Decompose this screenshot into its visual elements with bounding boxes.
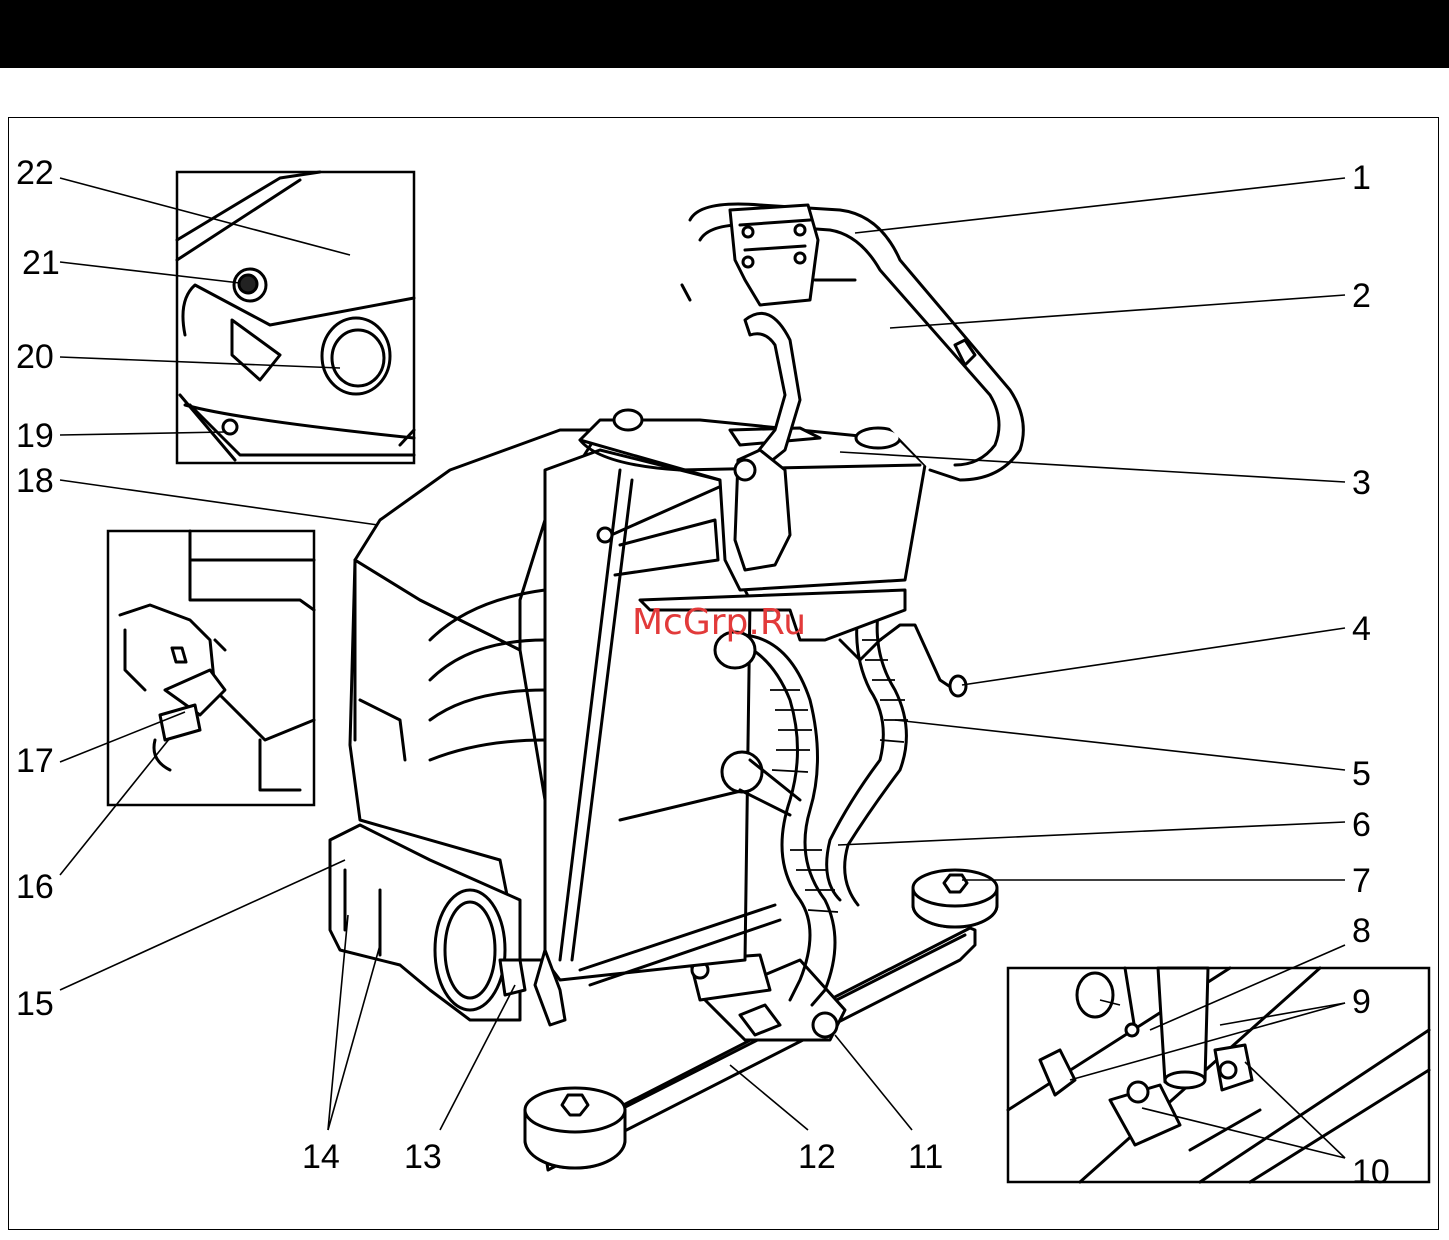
main-machine-drawing: [330, 204, 1023, 1170]
callout-14: 14: [302, 1138, 340, 1176]
callout-1: 1: [1352, 159, 1371, 197]
inset-drain-detail: [108, 531, 314, 805]
callout-20: 20: [16, 338, 54, 376]
callout-2: 2: [1352, 277, 1371, 315]
callout-18: 18: [16, 462, 54, 500]
callout-4: 4: [1352, 610, 1371, 648]
callout-5: 5: [1352, 755, 1371, 793]
callout-22: 22: [16, 154, 54, 192]
callout-19: 19: [16, 417, 54, 455]
inset-control-detail: [177, 172, 414, 463]
callout-15: 15: [16, 985, 54, 1023]
callout-6: 6: [1352, 806, 1371, 844]
watermark-text: McGrp.Ru: [632, 602, 806, 643]
callout-21: 21: [22, 244, 60, 282]
callout-7: 7: [1352, 862, 1371, 900]
callout-8: 8: [1352, 912, 1371, 950]
callout-11: 11: [908, 1138, 943, 1176]
callout-16: 16: [16, 868, 54, 906]
callout-13: 13: [404, 1138, 442, 1176]
callout-9: 9: [1352, 983, 1371, 1021]
callout-17: 17: [16, 742, 54, 780]
callout-3: 3: [1352, 464, 1371, 502]
callout-10: 10: [1352, 1153, 1390, 1191]
callout-12: 12: [798, 1138, 836, 1176]
